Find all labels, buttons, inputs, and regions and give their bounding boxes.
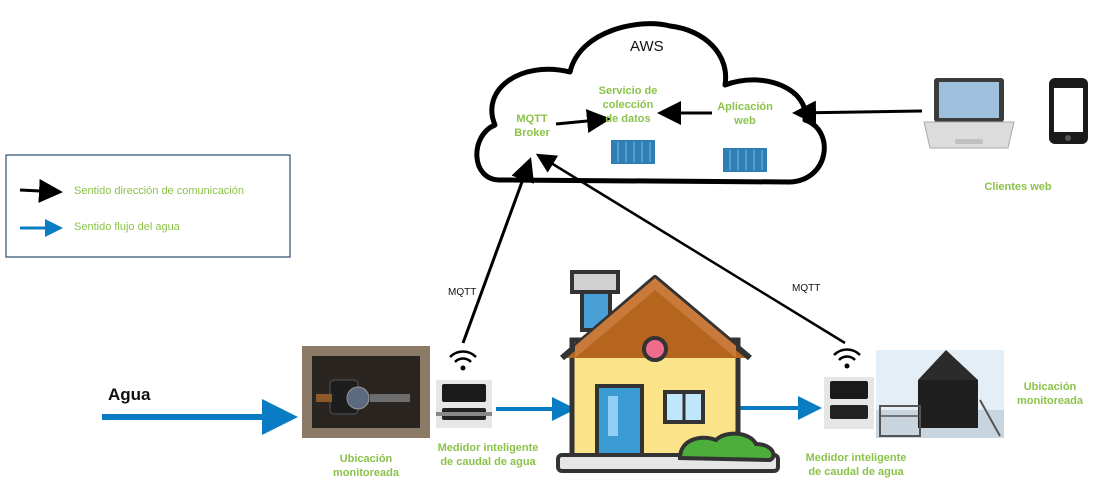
- right-location-photo: [876, 350, 1004, 438]
- right-wifi-icon: [833, 348, 861, 369]
- right-meter-device: [824, 377, 874, 429]
- right-meter-to-broker-arrow: [535, 153, 846, 345]
- broker-to-collection-arrow: [555, 109, 611, 133]
- clients-to-webapp-arrow: [792, 100, 923, 125]
- web-app-label: Aplicación web: [717, 101, 773, 127]
- collection-container-icon: [611, 140, 655, 164]
- aws-title: AWS: [630, 38, 664, 55]
- left-location-photo: [302, 346, 430, 438]
- mqtt-right-label: MQTT: [792, 283, 821, 294]
- legend-communication-label: Sentido dirección de comunicación: [74, 185, 244, 197]
- left-location-label: Ubicación monitoreada: [332, 453, 399, 479]
- legend-water-flow-label: Sentido flujo del agua: [74, 221, 180, 233]
- right-location-label: Ubicación monitoreada: [1016, 381, 1083, 407]
- water-label: Agua: [108, 385, 151, 404]
- legend-box: [5, 154, 291, 258]
- left-meter-label: Medidor inteligente de caudal de agua: [437, 442, 539, 468]
- smartphone-icon: [1049, 78, 1088, 144]
- laptop-icon: [923, 78, 1015, 149]
- house-icon: [556, 270, 780, 473]
- webapp-container-icon: [723, 148, 767, 172]
- left-meter-to-broker-arrow: [461, 157, 535, 344]
- mqtt-broker-label: MQTT Broker: [514, 113, 550, 139]
- collection-service-label: Servicio de colección de datos: [598, 85, 658, 125]
- left-meter-device: [436, 380, 492, 428]
- mqtt-left-label: MQTT: [448, 287, 477, 298]
- legend-black-arrow: [19, 178, 63, 203]
- left-wifi-icon: [449, 350, 477, 371]
- web-clients-label: Clientes web: [984, 181, 1052, 193]
- right-meter-label: Medidor inteligente de caudal de agua: [805, 452, 907, 478]
